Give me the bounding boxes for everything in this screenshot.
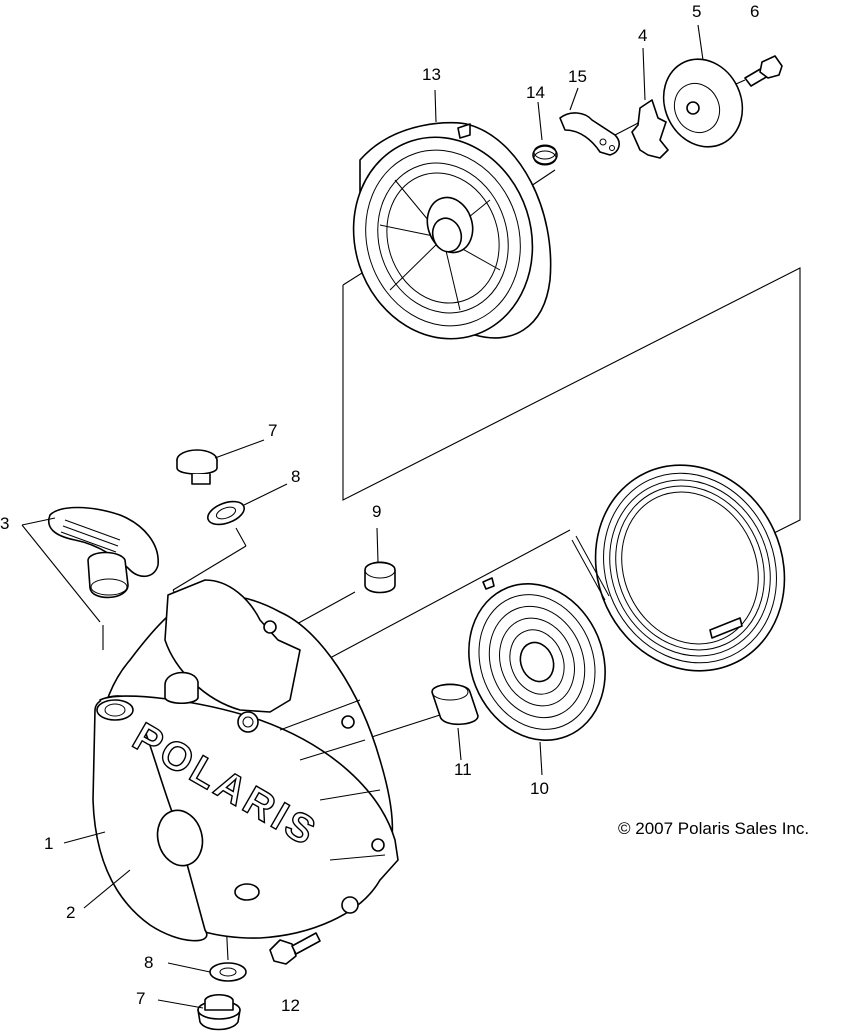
- center-bolt: [744, 55, 783, 87]
- starter-rope-coil: [571, 464, 786, 672]
- spring-bushing: [431, 683, 479, 726]
- washer-lower: [209, 962, 247, 982]
- recoil-spring: [468, 577, 606, 741]
- callout-4: 4: [638, 26, 647, 45]
- callout-13: 13: [422, 65, 441, 84]
- starter-handle: [48, 506, 159, 599]
- drain-plug-lower: [197, 993, 241, 1031]
- callout-5: 5: [692, 2, 701, 21]
- leader-lines: [21, 24, 704, 1009]
- cover-plate: [662, 58, 744, 148]
- bushing: [364, 561, 396, 594]
- callout-1: 1: [44, 834, 53, 853]
- callout-12: 12: [281, 996, 300, 1015]
- starter-housing: POLARIS: [92, 579, 399, 942]
- callout-labels: 1 2 3 4 5 6 7 7 8 8 9 10 11 12 13 14 15: [0, 2, 759, 1015]
- housing-bolt: [269, 932, 321, 965]
- copyright-notice: © 2007 Polaris Sales Inc.: [618, 819, 809, 838]
- callout-8-lower: 8: [144, 953, 153, 972]
- callout-7-upper: 7: [268, 421, 277, 440]
- callout-10: 10: [530, 779, 549, 798]
- friction-plate: [631, 99, 669, 159]
- washer-upper: [207, 500, 245, 526]
- ratchet-pawl: [559, 112, 620, 156]
- callout-15: 15: [568, 67, 587, 86]
- drain-plug-upper: [176, 449, 218, 485]
- callout-2: 2: [66, 903, 75, 922]
- callout-6: 6: [750, 2, 759, 21]
- callout-9: 9: [372, 502, 381, 521]
- rope-pulley: [352, 121, 552, 340]
- callout-11: 11: [454, 760, 472, 779]
- ratchet-spring: [532, 144, 558, 166]
- callout-3: 3: [0, 514, 9, 533]
- callout-7-lower: 7: [136, 989, 145, 1008]
- callout-14: 14: [526, 83, 545, 102]
- callout-8-upper: 8: [291, 467, 300, 486]
